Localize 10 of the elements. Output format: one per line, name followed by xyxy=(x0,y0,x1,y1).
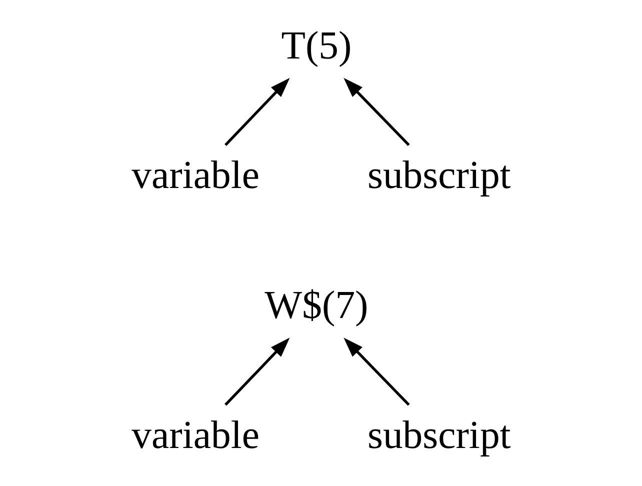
node-text: W$(7) xyxy=(264,283,368,328)
node-text: subscript xyxy=(368,153,511,198)
node-text: variable xyxy=(132,153,260,198)
arrow xyxy=(344,78,410,146)
arrow xyxy=(224,338,290,406)
arrow xyxy=(344,338,410,406)
node-text: T(5) xyxy=(281,23,352,68)
arrow xyxy=(224,78,290,146)
node-text: subscript xyxy=(368,412,511,457)
node-text: variable xyxy=(132,412,260,457)
